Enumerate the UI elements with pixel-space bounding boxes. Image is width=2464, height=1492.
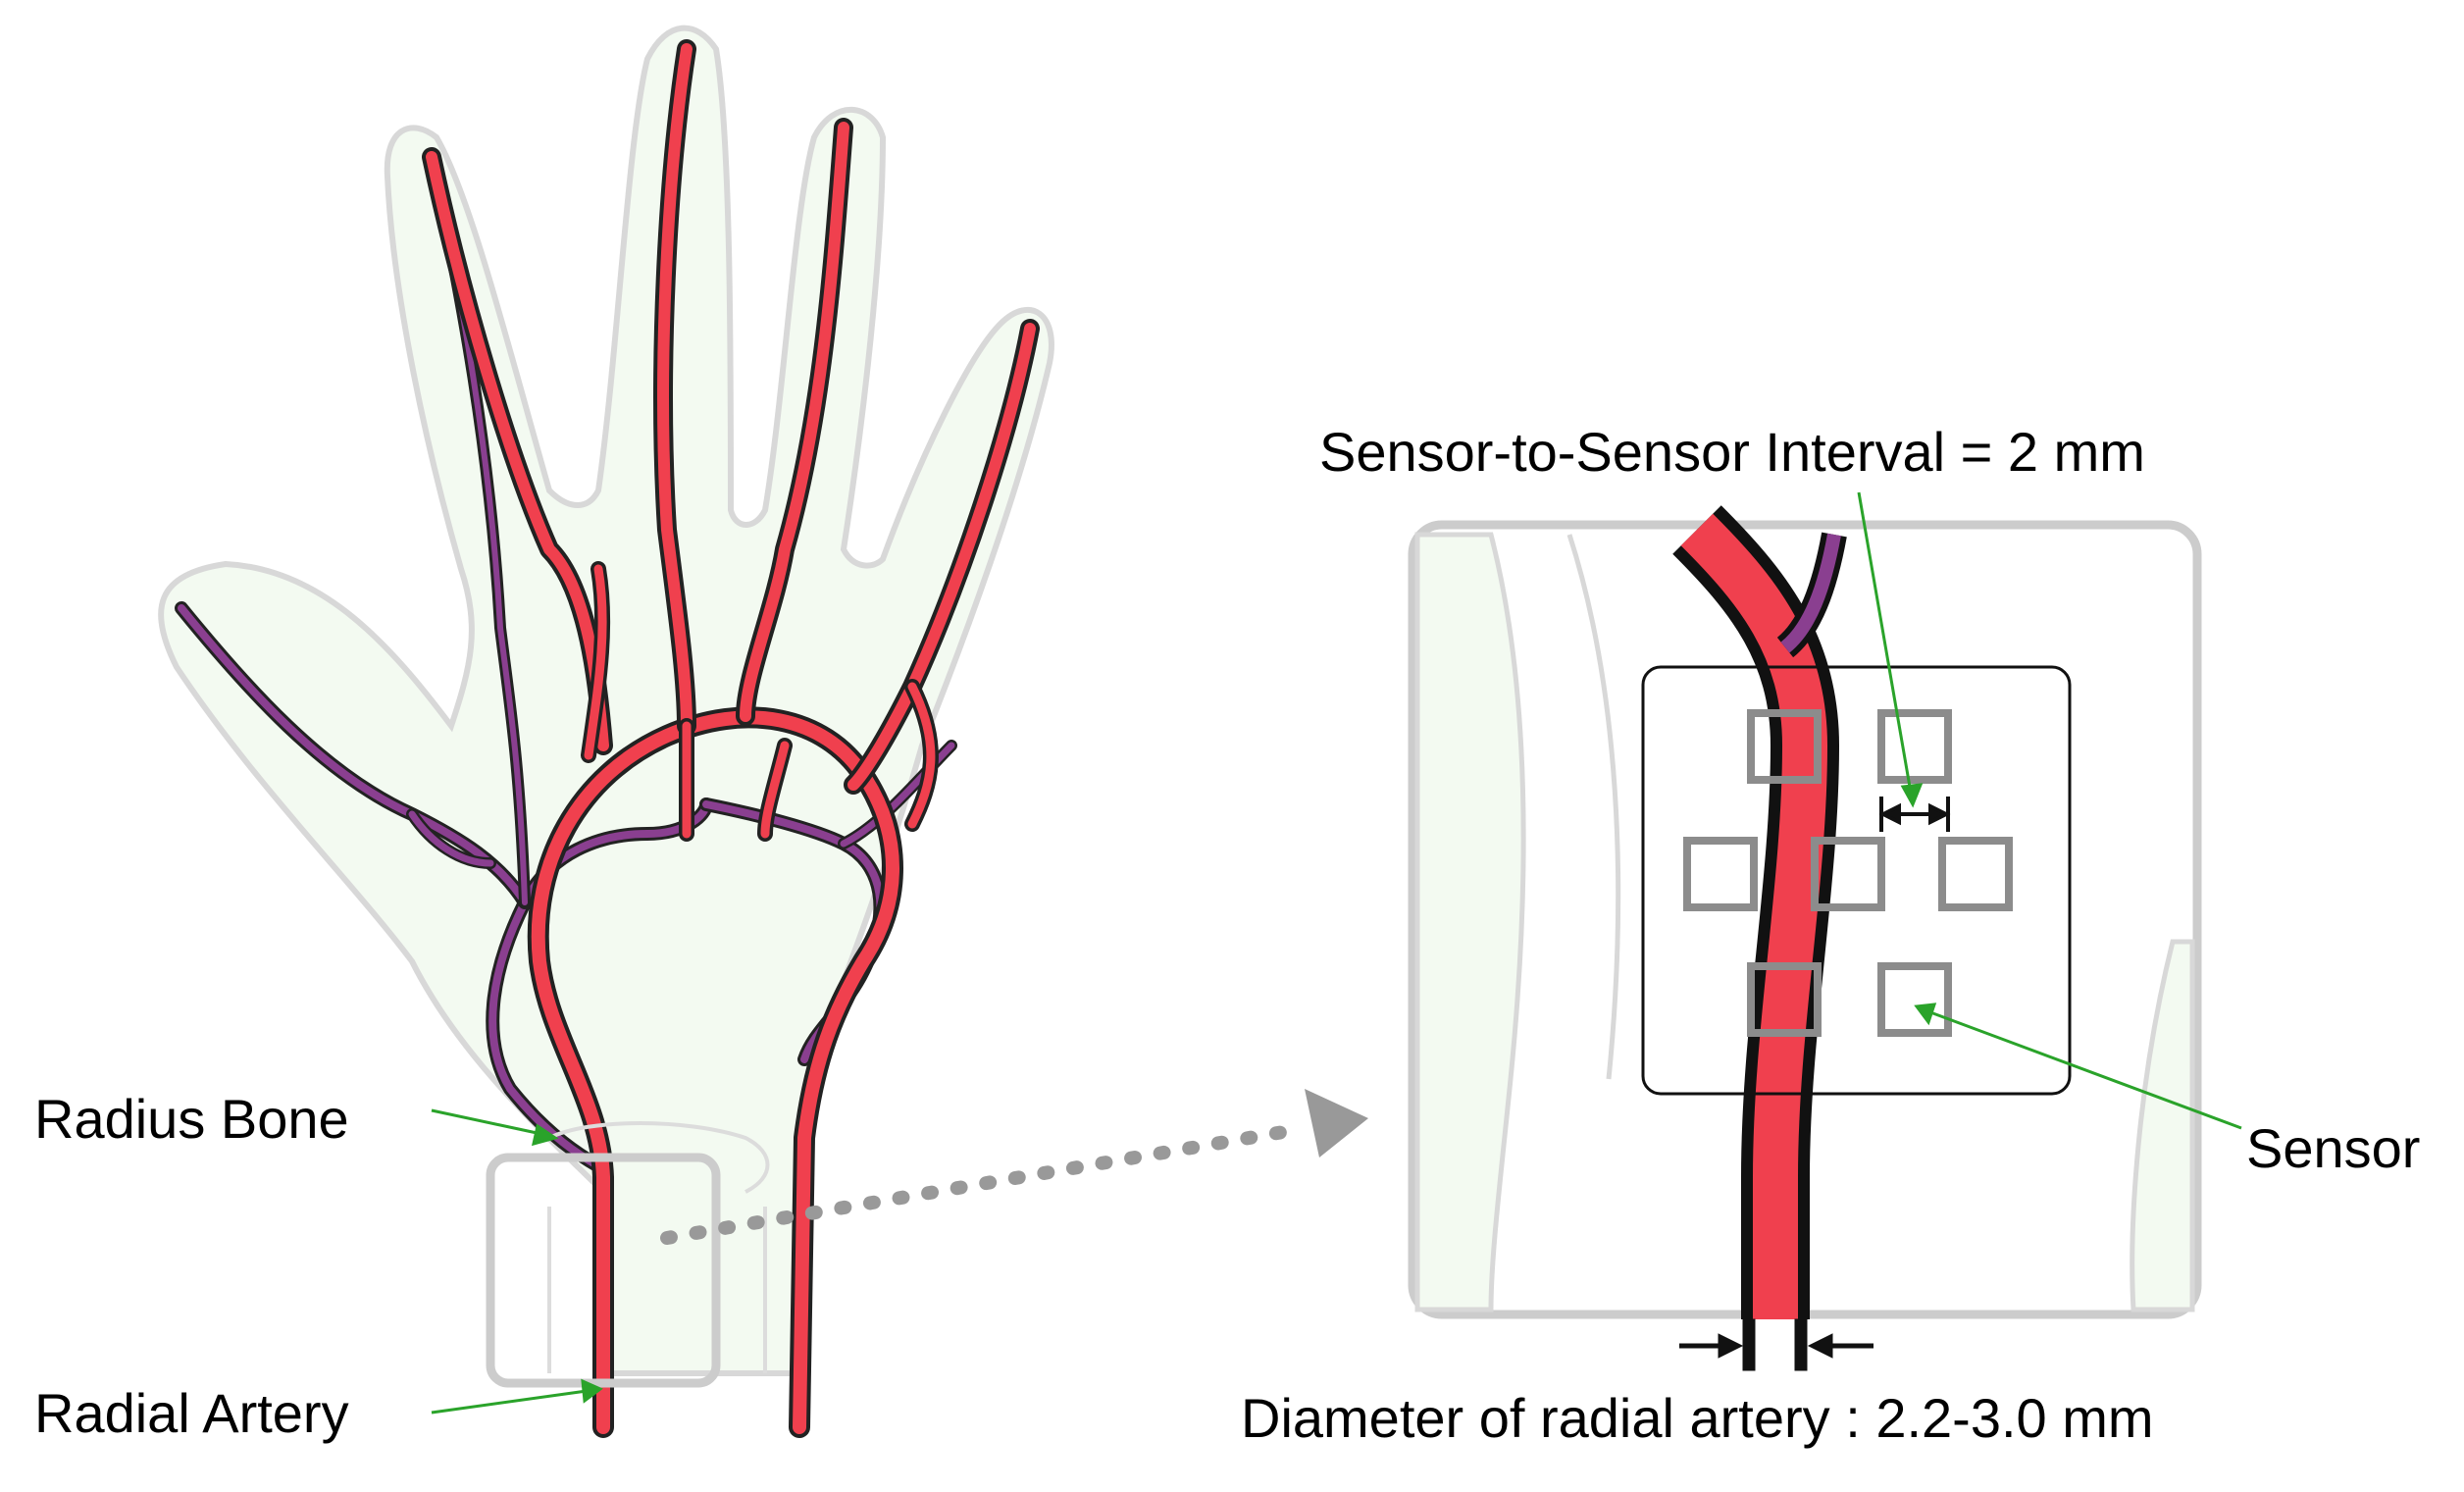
sensor (1683, 837, 1758, 911)
radius-bone-pointer-arrowhead (531, 1123, 559, 1147)
wrist-zoom-box (486, 1153, 721, 1388)
radius-bone-label: Radius Bone (34, 1088, 349, 1150)
sensor-interval-label: Sensor-to-Sensor Interval = 2 mm (1319, 421, 2145, 483)
bone-outlines (547, 1121, 770, 1373)
sensor-pointer-arrowhead (1914, 1003, 1937, 1026)
tissue-left (1414, 532, 1526, 1312)
leader-lines (431, 491, 2242, 1415)
sensor (1811, 837, 1885, 911)
tissue-left-inner (1566, 534, 1621, 1080)
sensor (1877, 962, 1952, 1037)
radial-artery-pointer-arrowhead (581, 1378, 603, 1404)
arteries (422, 39, 1040, 1438)
sensor (1747, 962, 1822, 1037)
radial-artery-label: Radial Artery (34, 1382, 349, 1444)
zoom-dotted-arrow (660, 1089, 1368, 1245)
interval-pointer-arrowhead (1900, 783, 1924, 808)
hand-illustration (158, 25, 1054, 1438)
interval-dimension (1878, 797, 1951, 832)
diameter-label: Diameter of radial artery : 2.2-3.0 mm (1241, 1387, 2154, 1449)
sensor-array (1683, 709, 2013, 1037)
tissue-right (2130, 939, 2195, 1312)
sensor (1938, 837, 2013, 911)
sensor-patch (1641, 665, 2072, 1096)
zoom-panel (1408, 505, 2202, 1371)
zoom-arrowhead (1305, 1089, 1368, 1158)
diameter-dimension (1679, 1318, 1874, 1371)
sensor (1747, 709, 1822, 784)
sensor-label: Sensor (2246, 1117, 2420, 1179)
sensor (1877, 709, 1952, 784)
